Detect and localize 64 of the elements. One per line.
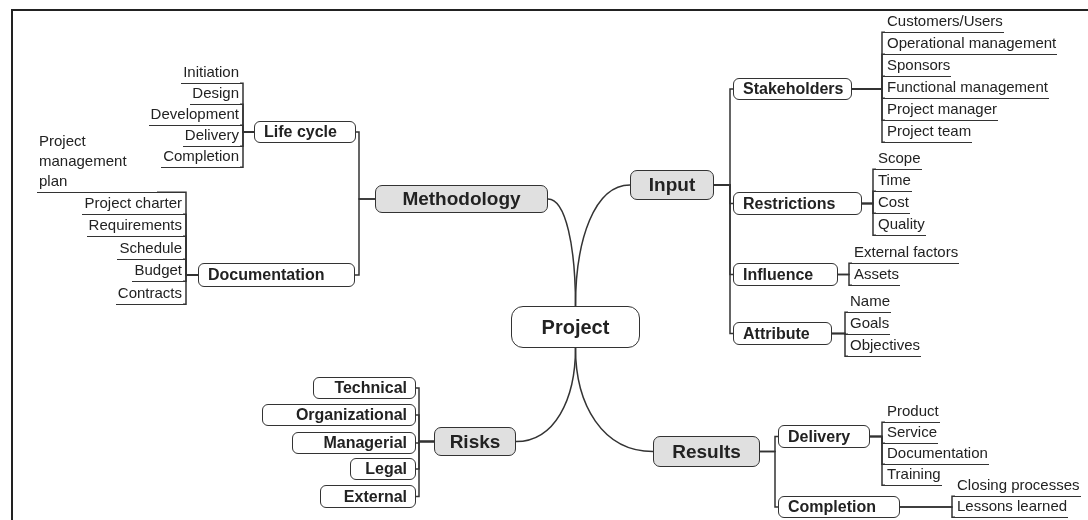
underlined-topic-text: Assets xyxy=(852,264,900,286)
connector-line xyxy=(574,184,631,307)
connector-line xyxy=(831,332,849,357)
underlined-topic-text: Project team xyxy=(885,121,973,143)
underlined-topic-text: Name xyxy=(848,291,891,313)
underlined-topic-text: Time xyxy=(876,170,912,192)
underlined-topic-text: Project manager xyxy=(885,99,999,121)
connector-line xyxy=(869,435,886,486)
main-topic-box: Methodology xyxy=(375,185,548,213)
underlined-topic-text: Project management plan xyxy=(37,131,157,193)
underlined-topic-text: Sponsors xyxy=(885,55,952,77)
underlined-topic-text: Completion xyxy=(161,146,240,168)
underlined-topic-text: Quality xyxy=(876,214,926,236)
subtopic-box: Stakeholders xyxy=(733,78,852,100)
underlined-topic-text: Delivery xyxy=(182,125,240,147)
underlined-topic-text: Closing processes xyxy=(955,475,1081,497)
subtopic-box: Life cycle xyxy=(254,121,356,143)
subtopic-box: External xyxy=(320,485,416,508)
subtopic-box: Delivery xyxy=(778,425,870,448)
underlined-topic-text: Goals xyxy=(848,313,891,335)
connector-line xyxy=(415,440,435,498)
underlined-topic-text: Schedule xyxy=(117,238,183,260)
underlined-topic-text: Operational management xyxy=(885,33,1058,55)
underlined-topic-text: Initiation xyxy=(181,62,240,84)
subtopic-box: Influence xyxy=(733,263,838,286)
central-topic-box: Project xyxy=(511,306,640,348)
subtopic-box: Restrictions xyxy=(733,192,862,215)
subtopic-box: Organizational xyxy=(262,404,416,426)
subtopic-box: Attribute xyxy=(733,322,832,345)
underlined-topic-text: Documentation xyxy=(885,443,989,465)
connector-line xyxy=(239,131,255,168)
underlined-topic-text: Scope xyxy=(876,148,922,170)
connector-line xyxy=(861,202,877,236)
underlined-topic-text: Budget xyxy=(132,260,183,282)
underlined-topic-text: External factors xyxy=(852,242,960,264)
underlined-topic-text: Customers/Users xyxy=(885,11,1004,33)
subtopic-box: Completion xyxy=(778,496,900,518)
main-topic-box: Input xyxy=(630,170,714,200)
connector-line xyxy=(713,184,734,335)
underlined-topic-text: Functional management xyxy=(885,77,1049,99)
underlined-topic-text: Contracts xyxy=(115,283,183,305)
connector-line xyxy=(759,450,779,508)
underlined-topic-text: Training xyxy=(885,464,942,486)
main-topic-box: Results xyxy=(653,436,760,467)
connector-line xyxy=(837,273,853,286)
connector-line xyxy=(574,347,654,453)
underlined-topic-text: Design xyxy=(190,83,240,105)
subtopic-box: Technical xyxy=(313,377,416,399)
underlined-topic-text: Cost xyxy=(876,192,910,214)
underlined-topic-text: Service xyxy=(885,422,939,444)
underlined-topic-text: Objectives xyxy=(848,335,922,357)
connector-line xyxy=(354,198,376,276)
connector-line xyxy=(899,506,956,518)
connector-line xyxy=(182,274,199,305)
subtopic-box: Managerial xyxy=(292,432,416,454)
connector-line xyxy=(851,88,886,143)
subtopic-box: Legal xyxy=(350,458,416,480)
underlined-topic-text: Development xyxy=(148,104,240,126)
underlined-topic-text: Product xyxy=(885,401,940,423)
subtopic-box: Documentation xyxy=(198,263,355,287)
underlined-topic-text: Requirements xyxy=(86,215,183,237)
underlined-topic-text: Project charter xyxy=(82,193,183,215)
underlined-topic-text: Lessons learned xyxy=(955,496,1069,518)
main-topic-box: Risks xyxy=(434,427,516,456)
